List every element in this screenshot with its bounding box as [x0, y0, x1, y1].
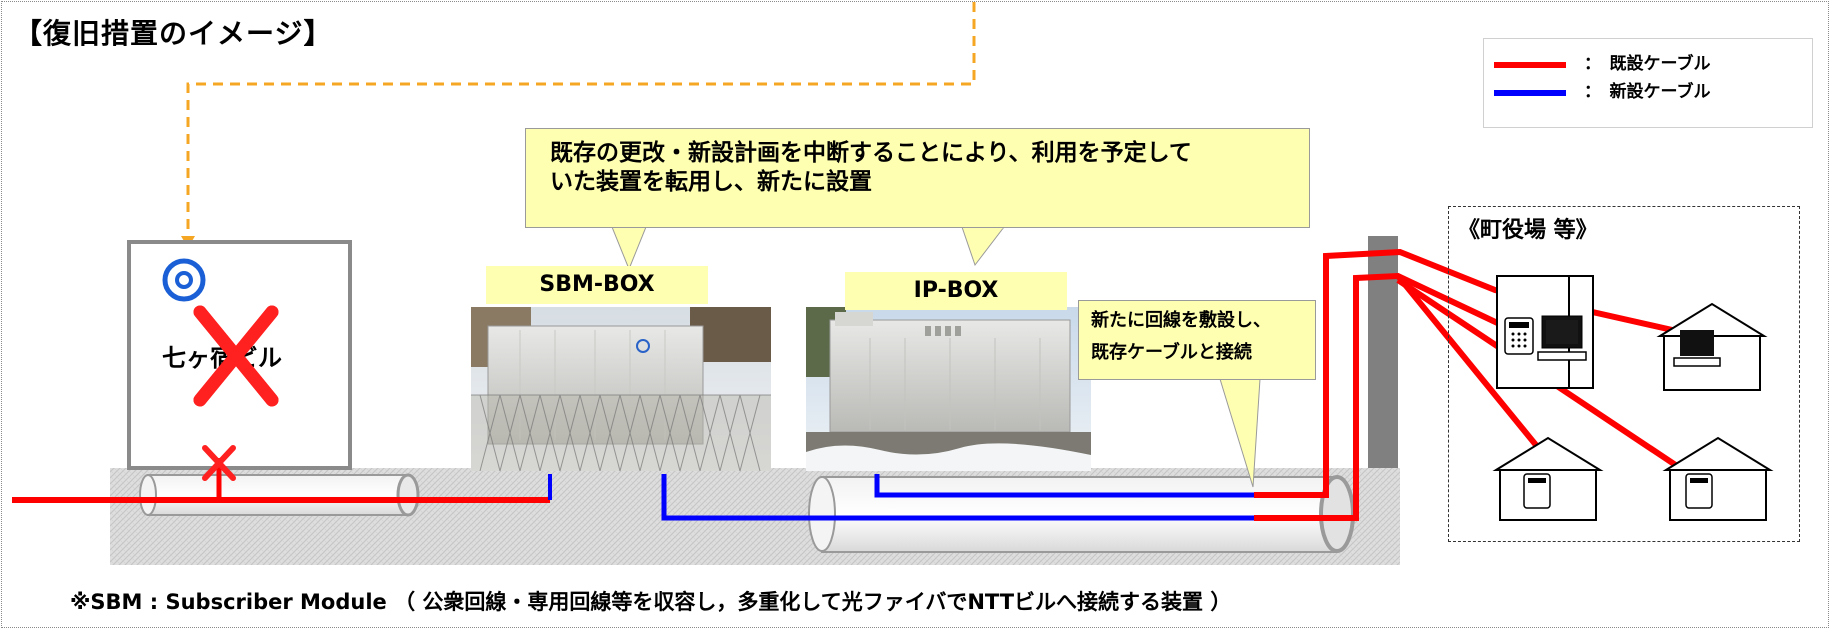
computer-icon — [1537, 315, 1587, 361]
sbm-box-label: SBM-BOX — [486, 266, 708, 304]
building-label: 七ヶ宿ビル — [162, 344, 282, 372]
dashed-link — [186, 2, 976, 238]
legend-swatch-existing — [1494, 62, 1566, 68]
pipe-right — [808, 475, 1355, 553]
ntt-logo-icon — [162, 258, 206, 302]
telephone-icon — [1504, 317, 1534, 355]
new-cable-ip — [874, 474, 1254, 498]
footnote: ※SBM : Subscriber Module （ 公衆回線・専用回線等を収容… — [70, 590, 1232, 614]
ip-box-photo — [806, 307, 1091, 471]
callout-small-line1: 新たに回線を敷設し、 — [1091, 310, 1271, 331]
legend-label-existing: ： 既設ケーブル — [1584, 54, 1711, 74]
utility-pole — [1368, 236, 1398, 468]
legend: ： 既設ケーブル ： 新設ケーブル — [1483, 38, 1813, 128]
house-icon — [1656, 302, 1768, 391]
new-cable-main — [661, 474, 1254, 521]
town-hall-label: 《町役場 等》 — [1458, 218, 1598, 243]
ip-box-label: IP-BOX — [845, 272, 1067, 310]
legend-label-new: ： 新設ケーブル — [1584, 82, 1711, 102]
cross-mark-small-icon — [202, 445, 236, 481]
pipe-left — [139, 473, 420, 517]
town-hall-area — [1448, 206, 1800, 542]
callout-main-line1: 既存の更改・新設計画を中断することにより、利用を予定して — [550, 140, 1192, 166]
house-icon — [1662, 436, 1774, 521]
callout-main-pointer-left — [611, 226, 647, 271]
legend-swatch-new — [1494, 90, 1566, 96]
house-icon — [1492, 436, 1604, 521]
callout-main-pointer-right — [961, 226, 1006, 267]
existing-cable-ip2 — [1254, 272, 1527, 521]
existing-cable-house-a — [1395, 274, 1543, 452]
sbm-box-photo — [471, 307, 771, 472]
page-title: 【復旧措置のイメージ】 — [14, 17, 333, 50]
callout-small-line2: 既存ケーブルと接続 — [1091, 342, 1252, 363]
callout-main-line2: いた装置を転用し、新たに設置 — [550, 169, 872, 195]
callout-main: 既存の更改・新設計画を中断することにより、利用を予定して いた装置を転用し、新た… — [525, 128, 1310, 228]
callout-small: 新たに回線を敷設し、 既存ケーブルと接続 — [1078, 300, 1316, 380]
